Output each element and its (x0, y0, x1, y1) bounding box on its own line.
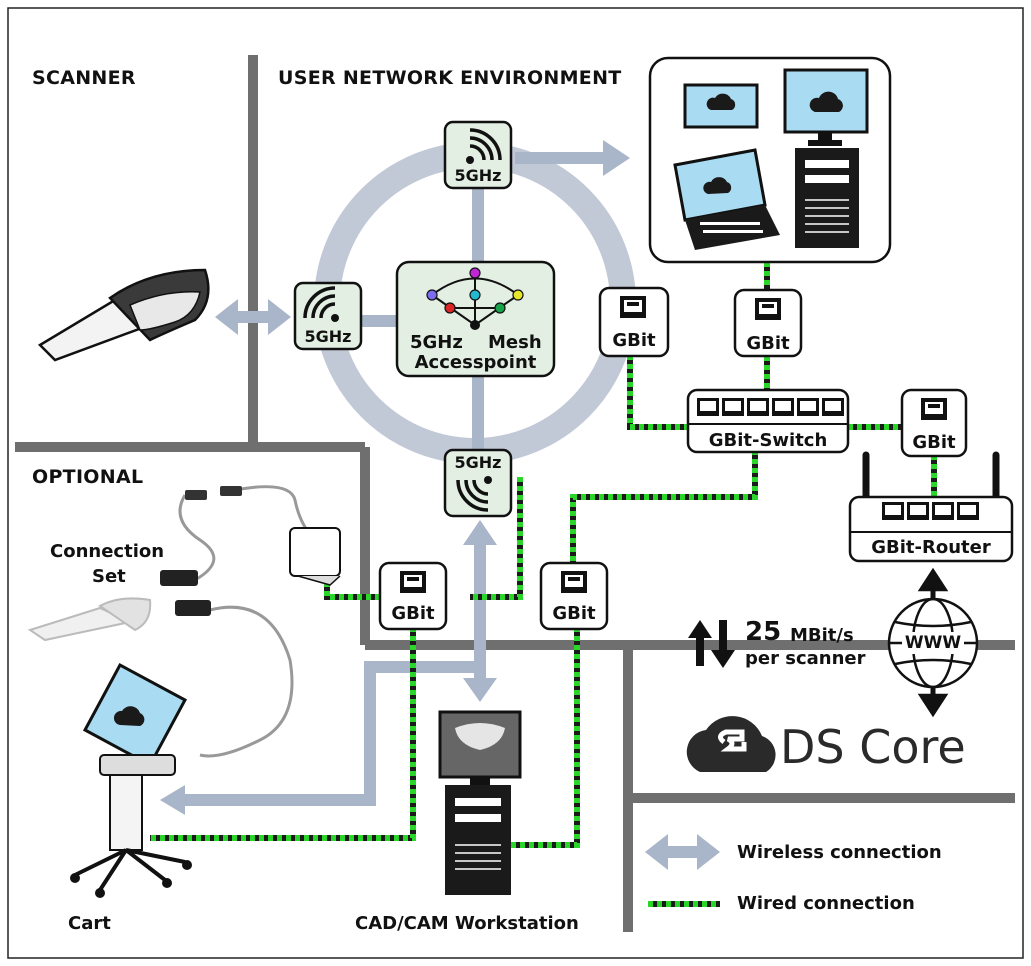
cloud-icon (113, 706, 145, 726)
brand-name: DS Core (780, 720, 966, 774)
connection-set-label: Connection (50, 541, 165, 562)
mesh-label-5ghz: 5GHz (410, 332, 463, 353)
cadcam-workstation (438, 710, 522, 895)
gbit-router (848, 451, 1014, 563)
section-optional: OPTIONAL (32, 466, 144, 488)
bandwidth-arrows-icon (688, 620, 735, 668)
mesh-label-accesspoint: Accesspoint (414, 352, 537, 373)
cloud-icon (809, 91, 843, 112)
wireless-arrows (160, 140, 630, 815)
wifi-node-bottom (443, 448, 513, 518)
client-computers (648, 56, 892, 264)
www-label: WWW (904, 633, 962, 653)
legend-wireless-label: Wireless connection (737, 842, 942, 863)
bandwidth-unit: MBit/s (790, 625, 854, 646)
ds-core-logo (686, 716, 776, 772)
outer-frame (7, 7, 1024, 959)
port-label: GBit (912, 432, 956, 453)
wired-connections (150, 262, 937, 848)
mesh-label-mesh: Mesh (488, 332, 542, 353)
section-scanner: SCANNER (32, 67, 136, 89)
bandwidth-value: 25 (745, 617, 782, 647)
connection-set (27, 485, 341, 758)
mesh-accesspoint (395, 260, 556, 378)
wifi-node-left (293, 281, 363, 351)
wifi-left-label: 5GHz (304, 327, 352, 346)
port-label: GBit (391, 603, 435, 624)
mesh-spokes (360, 185, 484, 452)
ethernet-port-icons (400, 296, 947, 593)
gbit-switch (686, 388, 850, 454)
wifi-node-top (443, 120, 513, 190)
globe-icon (887, 567, 979, 718)
wifi-top-label: 5GHz (454, 166, 502, 185)
cart (70, 662, 192, 898)
connection-set-label-2: Set (92, 566, 126, 587)
port-boxes (378, 286, 968, 631)
wifi-bottom-label: 5GHz (454, 453, 502, 472)
switch-label: GBit-Switch (708, 430, 828, 451)
legend-wired-label: Wired connection (737, 893, 915, 914)
cloud-icon (706, 93, 736, 110)
cloud-icon (703, 177, 732, 194)
workstation-label: CAD/CAM Workstation (355, 913, 579, 934)
bandwidth-per-scanner: per scanner (745, 648, 866, 669)
cart-label: Cart (68, 913, 111, 934)
port-label: GBit (746, 333, 790, 354)
section-user-network: USER NETWORK ENVIRONMENT (278, 67, 622, 89)
legend-wireless-icon (645, 834, 720, 870)
router-label: GBit-Router (871, 537, 991, 558)
intraoral-scanner (37, 268, 210, 362)
port-label: GBit (612, 330, 656, 351)
port-label: GBit (552, 603, 596, 624)
